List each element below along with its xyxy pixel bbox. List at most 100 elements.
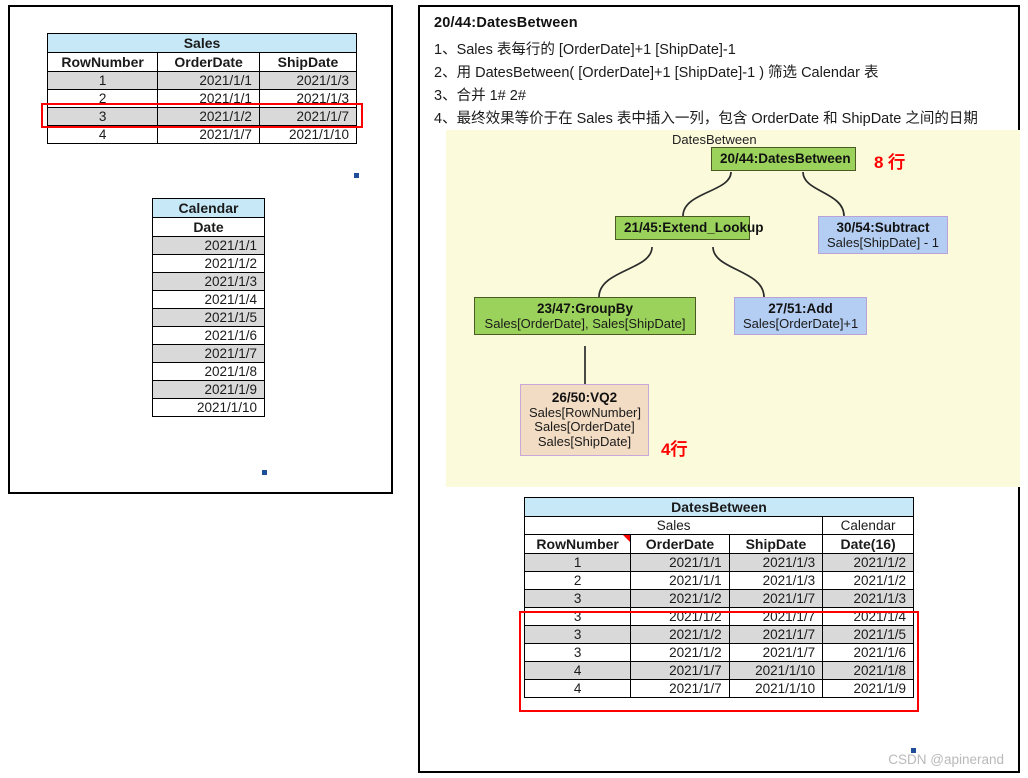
cell-rownumber: 3	[46, 107, 159, 126]
result-col-date16: Date(16)	[822, 534, 914, 554]
cell-date: 2021/1/6	[822, 643, 914, 662]
calendar-table-title-row: Calendar	[152, 198, 265, 218]
sales-table-header-row: RowNumber OrderDate ShipDate	[46, 52, 358, 72]
cell-rownumber: 3	[523, 643, 632, 662]
cell-rownumber: 2	[523, 571, 632, 590]
result-table-title-row: DatesBetween	[524, 497, 914, 517]
node-add[interactable]: 27/51:Add Sales[OrderDate]+1	[734, 297, 867, 336]
table-row: 3 2021/1/2 2021/1/7	[46, 107, 358, 126]
node-title: 23/47:GroupBy	[536, 301, 634, 316]
table-row: 2021/1/5	[152, 308, 265, 327]
group-header-calendar: Calendar	[822, 516, 914, 535]
cell-rownumber: 3	[523, 625, 632, 644]
node-subtract[interactable]: 30/54:Subtract Sales[ShipDate] - 1	[818, 216, 948, 255]
cell-rownumber: 4	[523, 679, 632, 698]
sales-col-shipdate: ShipDate	[258, 52, 358, 72]
cell-shipdate: 2021/1/7	[258, 107, 358, 126]
table-row: 2 2021/1/1 2021/1/3 2021/1/2	[523, 571, 914, 590]
calendar-table: Calendar Date 2021/1/1 2021/1/2 2021/1/3…	[152, 198, 265, 417]
node-subtitle: Sales[OrderDate], Sales[ShipDate]	[484, 315, 686, 331]
table-row: 4 2021/1/7 2021/1/10 2021/1/8	[523, 661, 914, 680]
sales-table: Sales RowNumber OrderDate ShipDate 1 202…	[46, 33, 358, 144]
annotation-4-rows: 4行	[661, 440, 688, 459]
cell-orderdate: 2021/1/1	[157, 89, 260, 108]
cell-shipdate: 2021/1/10	[728, 679, 824, 698]
cell-rownumber: 4	[46, 125, 159, 144]
calendar-table-header-row: Date	[152, 217, 265, 237]
cell-orderdate: 2021/1/1	[630, 571, 730, 590]
node-dates-between[interactable]: 20/44:DatesBetween	[711, 147, 856, 171]
result-table-header-row: RowNumber OrderDate ShipDate Date(16)	[523, 534, 914, 554]
cell-date: 2021/1/10	[152, 398, 265, 417]
table-row: 3 2021/1/2 2021/1/7 2021/1/5	[523, 625, 914, 644]
result-col-orderdate: OrderDate	[630, 534, 730, 554]
annotation-8-rows: 8 行	[874, 153, 906, 172]
node-title: 26/50:VQ2	[551, 390, 618, 405]
cell-orderdate: 2021/1/2	[630, 589, 730, 608]
step-line-4: 4、最终效果等价于在 Sales 表中插入一列，包含 OrderDate 和 S…	[434, 111, 978, 127]
table-row: 2021/1/6	[152, 326, 265, 345]
cell-orderdate: 2021/1/2	[630, 643, 730, 662]
cell-orderdate: 2021/1/7	[630, 661, 730, 680]
calendar-table-resize-handle[interactable]	[262, 470, 267, 475]
cell-rownumber: 2	[46, 89, 159, 108]
cell-orderdate: 2021/1/1	[630, 553, 730, 572]
cell-shipdate: 2021/1/3	[258, 71, 358, 90]
node-subtitle: Sales[ShipDate] - 1	[827, 234, 940, 250]
comment-indicator-icon	[623, 535, 631, 542]
cell-shipdate: 2021/1/7	[728, 607, 824, 626]
calendar-col-date: Date	[152, 217, 265, 237]
node-title: 30/54:Subtract	[836, 220, 930, 235]
dependency-diagram: DatesBetween 20/44:DatesBetween 8 行 21/4…	[446, 130, 1020, 487]
sales-table-resize-handle[interactable]	[354, 173, 359, 178]
calendar-table-title: Calendar	[152, 198, 265, 218]
step-line-2: 2、用 DatesBetween( [OrderDate]+1 [ShipDat…	[434, 65, 879, 81]
cell-shipdate: 2021/1/3	[728, 571, 824, 590]
cell-date: 2021/1/2	[822, 553, 914, 572]
table-row: 4 2021/1/7 2021/1/10	[46, 125, 358, 144]
cell-date: 2021/1/2	[822, 571, 914, 590]
cell-date: 2021/1/9	[152, 380, 265, 399]
sales-table-title-row: Sales	[47, 33, 357, 53]
cell-shipdate: 2021/1/3	[258, 89, 358, 108]
cell-date: 2021/1/9	[822, 679, 914, 698]
result-table-title: DatesBetween	[524, 497, 914, 517]
cell-date: 2021/1/8	[152, 362, 265, 381]
step-line-3: 3、合并 1# 2#	[434, 88, 526, 104]
result-col-rownumber-label: RowNumber	[536, 536, 619, 552]
table-row: 1 2021/1/1 2021/1/3	[46, 71, 358, 90]
sales-col-orderdate: OrderDate	[157, 52, 260, 72]
node-title: 27/51:Add	[768, 301, 833, 316]
node-vq2[interactable]: 26/50:VQ2 Sales[RowNumber] Sales[OrderDa…	[520, 384, 649, 457]
table-row: 2021/1/9	[152, 380, 265, 399]
cell-shipdate: 2021/1/7	[728, 625, 824, 644]
page-title: 20/44:DatesBetween	[434, 15, 578, 31]
cell-rownumber: 4	[523, 661, 632, 680]
table-row: 3 2021/1/2 2021/1/7 2021/1/6	[523, 643, 914, 662]
cell-date: 2021/1/2	[152, 254, 265, 273]
cell-shipdate: 2021/1/3	[728, 553, 824, 572]
step-line-1: 1、Sales 表每行的 [OrderDate]+1 [ShipDate]-1	[434, 42, 736, 58]
sales-table-title: Sales	[47, 33, 357, 53]
table-row: 2021/1/7	[152, 344, 265, 363]
cell-date: 2021/1/7	[152, 344, 265, 363]
table-row: 2021/1/8	[152, 362, 265, 381]
node-extend-lookup[interactable]: 21/45:Extend_Lookup	[615, 216, 764, 240]
cell-orderdate: 2021/1/1	[157, 71, 260, 90]
cell-date: 2021/1/6	[152, 326, 265, 345]
table-row: 2 2021/1/1 2021/1/3	[46, 89, 358, 108]
node-groupby[interactable]: 23/47:GroupBy Sales[OrderDate], Sales[Sh…	[474, 297, 696, 336]
table-row: 2021/1/2	[152, 254, 265, 273]
cell-rownumber: 1	[523, 553, 632, 572]
cell-date: 2021/1/5	[152, 308, 265, 327]
cell-date: 2021/1/1	[152, 236, 265, 255]
result-col-rownumber: RowNumber	[523, 534, 632, 554]
result-table-resize-handle[interactable]	[911, 748, 916, 753]
cell-date: 2021/1/8	[822, 661, 914, 680]
cell-date: 2021/1/4	[152, 290, 265, 309]
sales-col-rownumber: RowNumber	[46, 52, 159, 72]
table-row: 1 2021/1/1 2021/1/3 2021/1/2	[523, 553, 914, 572]
group-header-sales: Sales	[523, 516, 824, 535]
table-row: 4 2021/1/7 2021/1/10 2021/1/9	[523, 679, 914, 698]
table-row: 2021/1/3	[152, 272, 265, 291]
